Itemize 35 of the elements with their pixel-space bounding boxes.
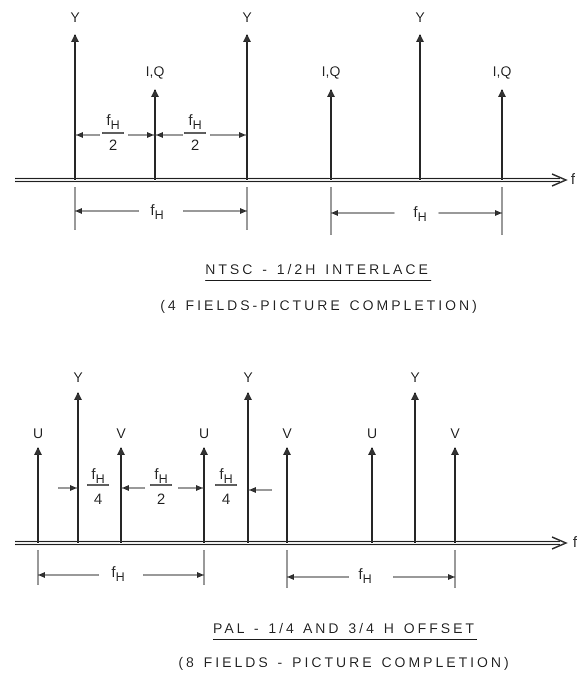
- fraction-denominator: 4: [222, 492, 230, 507]
- panel-note: (8 FIELDS - PICTURE COMPLETION): [178, 655, 512, 669]
- component-label: Y: [243, 370, 253, 384]
- fraction-denominator: 2: [108, 138, 118, 153]
- component-label: U: [198, 426, 210, 440]
- component-label: V: [116, 426, 126, 440]
- component-label: I,Q: [322, 64, 340, 78]
- panel-heading: PAL - 1/4 AND 3/4 H OFFSET: [213, 621, 477, 640]
- component-label: Y: [242, 10, 252, 24]
- component-label: U: [366, 426, 378, 440]
- component-label: U: [32, 426, 44, 440]
- panel-heading: NTSC - 1/2H INTERLACE: [205, 262, 431, 281]
- axis-label: f: [570, 172, 576, 187]
- fraction-denominator: 4: [94, 492, 102, 507]
- component-label: I,Q: [146, 64, 164, 78]
- fraction-numerator: f$_{H}$: [154, 467, 168, 486]
- component-label: I,Q: [492, 64, 512, 78]
- component-label: V: [282, 426, 292, 440]
- fraction-numerator: f$_{H}$: [91, 467, 105, 486]
- component-label: V: [450, 426, 460, 440]
- axis-label: f: [572, 535, 578, 550]
- fraction-denominator: 2: [190, 138, 200, 153]
- dimension-label: f$_{H}$: [413, 205, 427, 224]
- fraction-numerator: f$_{H}$: [219, 467, 233, 486]
- component-label: Y: [70, 10, 80, 24]
- component-label: Y: [410, 370, 420, 384]
- panel-note: (4 FIELDS-PICTURE COMPLETION): [160, 298, 480, 312]
- component-label: Y: [73, 370, 83, 384]
- fraction-denominator: 2: [156, 492, 166, 507]
- dimension-label: f$_{H}$: [358, 567, 372, 586]
- dimension-label: f$_{H}$: [150, 203, 164, 222]
- fraction-numerator: f$_{H}$: [188, 113, 202, 132]
- fraction-numerator: f$_{H}$: [106, 113, 120, 132]
- dimension-label: f$_{H}$: [111, 565, 125, 584]
- component-label: Y: [415, 10, 425, 24]
